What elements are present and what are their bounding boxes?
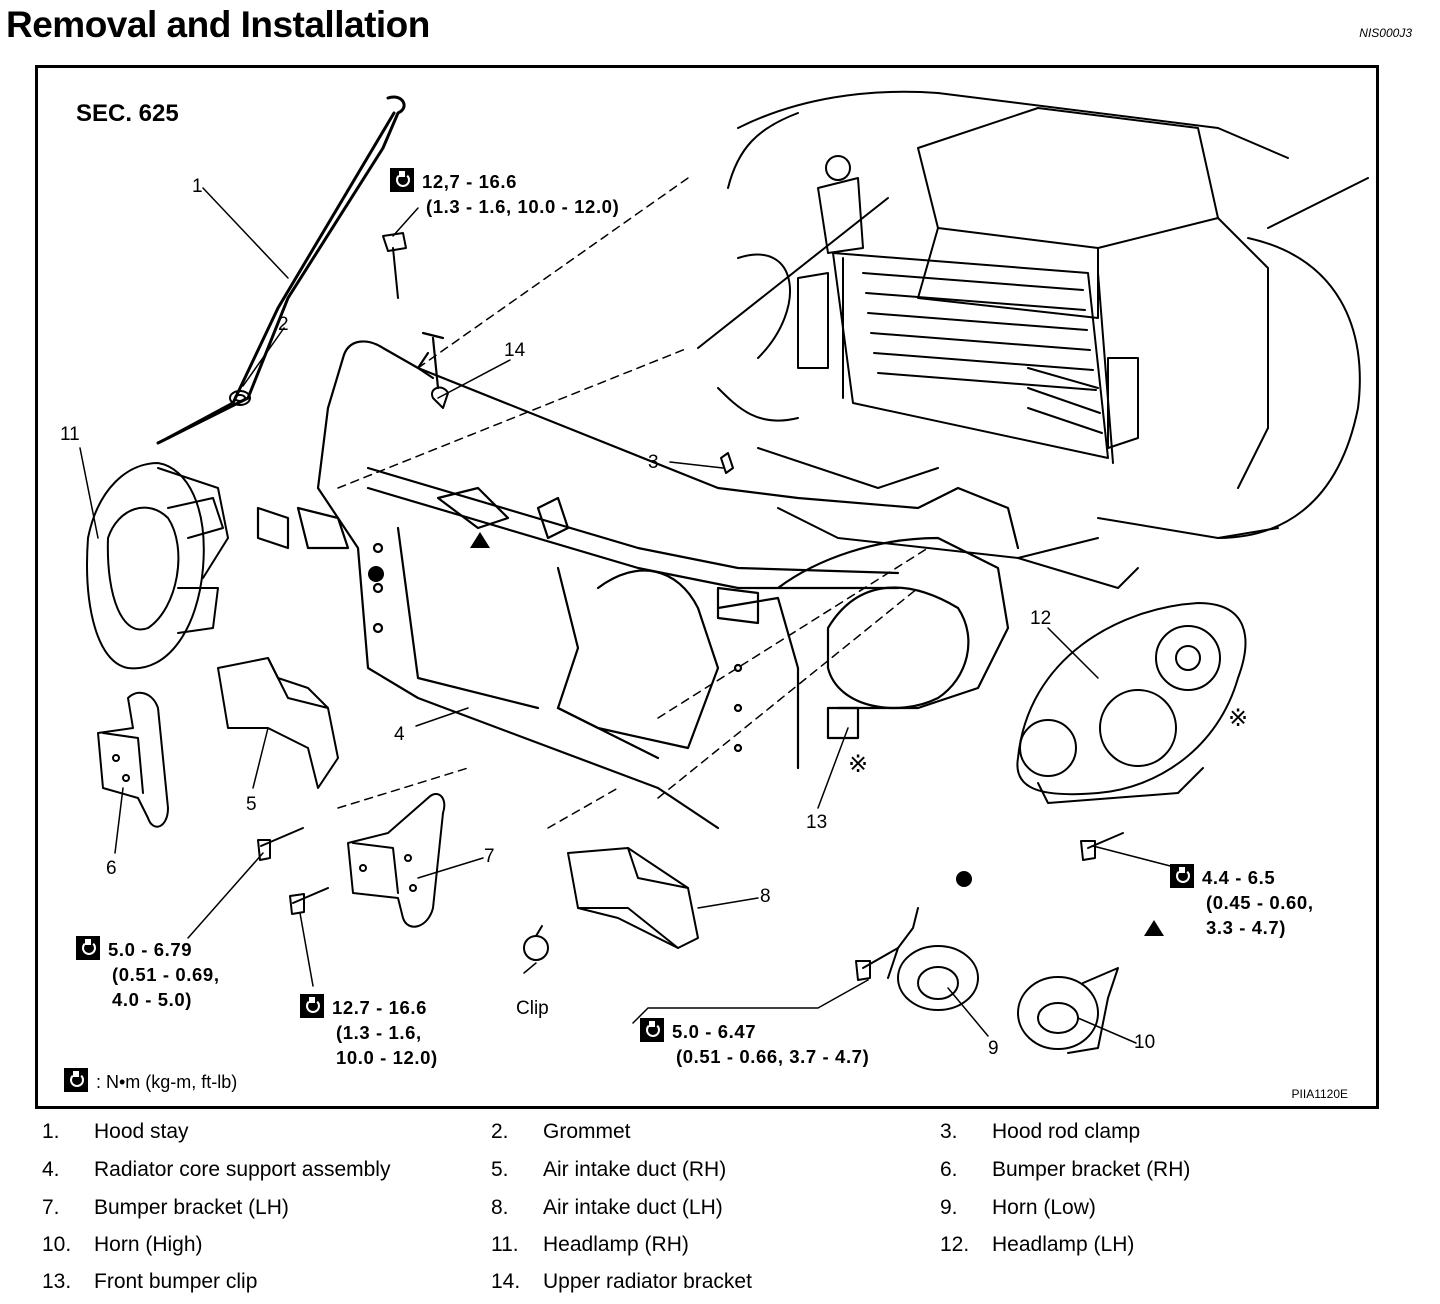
torque-spec-5: 4.4 - 6.5 (0.45 - 0.60, 3.3 - 4.7) [1170,864,1314,940]
torque-unit-legend: : N•m (kg-m, ft-lb) [64,1068,237,1093]
diagram-frame: SEC. 625 12,7 - 16.6 (1.3 - 1.6, 10.0 - … [35,65,1379,1109]
figure-id: PIIA1120E [1291,1087,1348,1101]
filled-circle-mark-horn [956,871,972,887]
reference-mark-headlamp: ※ [1228,705,1249,732]
torque-wrench-icon [640,1018,664,1042]
part-item: 5.Air intake duct (RH) [491,1158,727,1181]
torque-spec-3: 12.7 - 16.6 (1.3 - 1.6, 10.0 - 12.0) [300,994,438,1070]
part-item: 13.Front bumper clip [42,1270,258,1293]
reference-marks [368,532,1164,936]
filled-triangle-mark-horn [1144,920,1164,936]
part-item: 11.Headlamp (RH) [491,1233,689,1256]
callout-11: 11 [60,424,80,445]
part-item: 8.Air intake duct (LH) [491,1196,723,1219]
callout-4: 4 [394,724,405,745]
callout-6: 6 [106,858,117,879]
callout-14: 14 [504,340,526,361]
horn-high [1017,967,1119,1054]
part-item: 7.Bumper bracket (LH) [42,1196,289,1219]
torque-wrench-icon [64,1068,88,1092]
callout-2: 2 [278,314,289,335]
section-number: SEC. 625 [76,100,179,127]
part-item: 12.Headlamp (LH) [940,1233,1135,1256]
page-title: Removal and Installation [6,4,430,45]
callout-12: 12 [1030,608,1052,629]
air-intake-duct-lh [567,847,699,949]
exploded-view-drawing [79,90,1369,1054]
radiator-condenser [797,155,1139,464]
callout-1: 1 [192,176,203,197]
torque-spec-1: 12,7 - 16.6 (1.3 - 1.6, 10.0 - 12.0) [390,168,619,219]
part-item: 9.Horn (Low) [940,1196,1096,1219]
horn-low [887,907,979,1011]
callout-9: 9 [988,1038,999,1059]
radiator-core-support [256,331,1020,830]
grommet [229,390,251,406]
torque-spec-4: 5.0 - 6.47 (0.51 - 0.66, 3.7 - 4.7) [640,1018,869,1069]
torque-wrench-icon [76,936,100,960]
part-item: 3.Hood rod clamp [940,1120,1141,1143]
vehicle-body-outline [697,90,1369,589]
reference-mark: ※ [848,751,869,778]
bumper-bracket-lh [347,793,446,928]
part-item: 14.Upper radiator bracket [491,1270,752,1293]
torque-wrench-icon [1170,864,1194,888]
part-item: 10.Horn (High) [42,1233,203,1256]
part-item: 2.Grommet [491,1120,631,1143]
bolts [257,232,1124,981]
callout-clip: Clip [516,998,549,1019]
filled-circle-mark [368,566,384,582]
doc-id: NIS000J3 [1359,26,1412,40]
part-item: 4.Radiator core support assembly [42,1158,391,1181]
part-item: 1.Hood stay [42,1120,189,1143]
leader-lines [79,187,1179,1044]
callout-5: 5 [246,794,257,815]
torque-wrench-icon [390,168,414,192]
callout-3: 3 [648,452,659,473]
hood-stay-rod [156,95,406,445]
part-item: 6.Bumper bracket (RH) [940,1158,1191,1181]
headlamp-lh [1016,602,1247,804]
filled-triangle-mark [470,532,490,548]
torque-spec-2: 5.0 - 6.79 (0.51 - 0.69, 4.0 - 5.0) [76,936,220,1012]
torque-wrench-icon [300,994,324,1018]
headlamp-rh [86,462,229,670]
callout-10: 10 [1134,1032,1156,1053]
alignment-lines [337,177,929,829]
air-intake-duct-rh [217,657,339,789]
bumper-bracket-rh [97,691,169,828]
callout-13: 13 [806,812,828,833]
callout-7: 7 [484,846,495,867]
callout-8: 8 [760,886,771,907]
